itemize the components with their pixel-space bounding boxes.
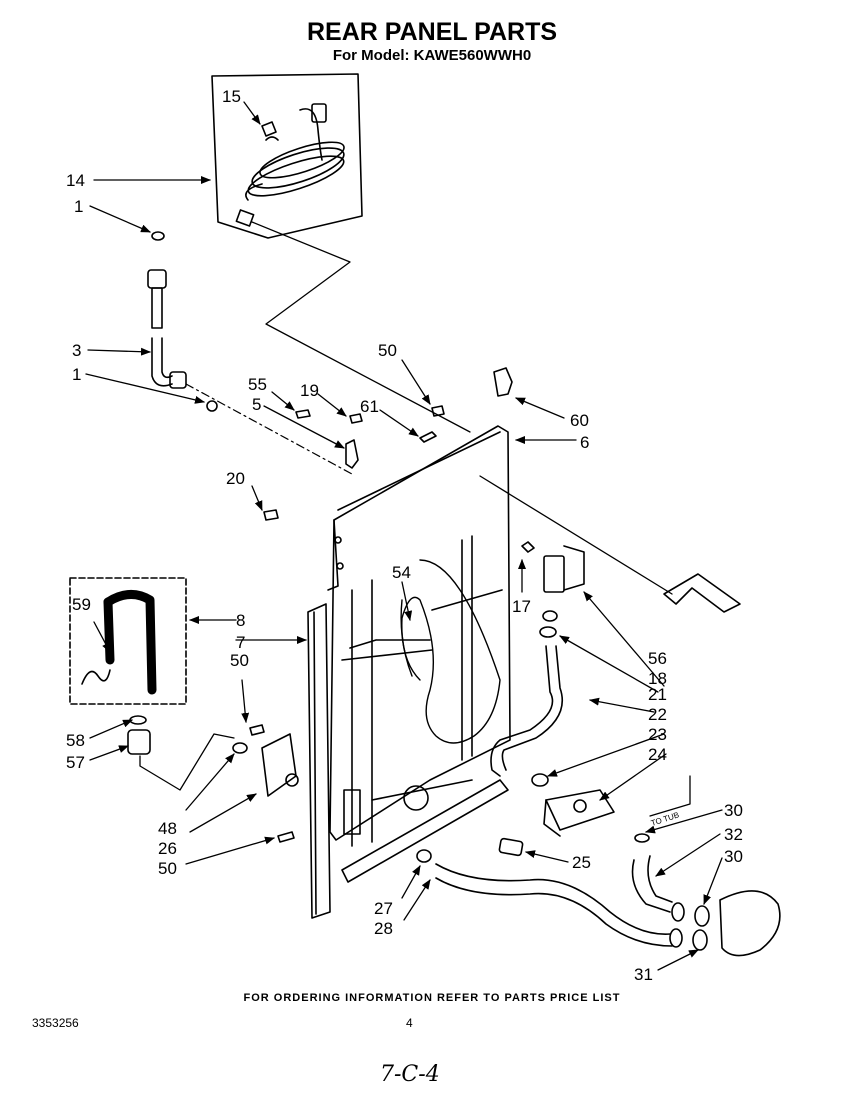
callout-54: 54	[392, 563, 411, 582]
callout-60: 60	[570, 411, 589, 430]
callout-17: 17	[512, 597, 531, 616]
ordering-note: FOR ORDERING INFORMATION REFER TO PARTS …	[243, 992, 621, 1004]
callout-8: 8	[236, 611, 245, 630]
callout-50-mid: 50	[230, 651, 249, 670]
rear-panel	[327, 425, 511, 883]
callout-30-top: 30	[724, 801, 743, 820]
pressure-switch	[543, 545, 585, 593]
callout-50-low: 50	[158, 859, 177, 878]
drain-bracket	[232, 733, 299, 797]
inlet-hose-assembly	[147, 231, 218, 412]
callout-31: 31	[634, 965, 653, 984]
callout-57: 57	[66, 753, 85, 772]
callout-48: 48	[158, 819, 177, 838]
callout-20: 20	[226, 469, 245, 488]
bracket-60	[493, 367, 513, 397]
page-title: REAR PANEL PARTS	[306, 18, 558, 46]
callout-25: 25	[572, 853, 591, 872]
callout-58: 58	[66, 731, 85, 750]
callout-30-low: 30	[724, 847, 743, 866]
callout-21: 21	[648, 685, 667, 704]
callout-50-top: 50	[378, 341, 397, 360]
callout-14: 14	[66, 171, 85, 190]
side-frame	[307, 603, 331, 919]
callout-1: 1	[74, 197, 83, 216]
callout-55: 55	[248, 375, 267, 394]
drain-hose	[435, 863, 673, 947]
strap-56	[663, 573, 741, 613]
callout-32: 32	[724, 825, 743, 844]
callout-6: 6	[580, 433, 589, 452]
model-subtitle: For Model: KAWE560WWH0	[332, 47, 532, 64]
document-number: 3353256	[32, 1016, 79, 1030]
callout-7: 7	[236, 633, 245, 652]
tub-connection	[631, 833, 781, 957]
callout-56: 56	[648, 649, 667, 668]
callout-5: 5	[252, 395, 261, 414]
callout-19: 19	[300, 381, 319, 400]
callout-27: 27	[374, 899, 393, 918]
callout-26: 26	[158, 839, 177, 858]
callout-18: 18	[648, 669, 667, 688]
to-tub-label: TO TUB	[650, 810, 680, 828]
callout-1-lower: 1	[72, 365, 81, 384]
power-cord-assembly	[211, 73, 363, 239]
callout-3: 3	[72, 341, 81, 360]
callout-22: 22	[648, 705, 667, 724]
callout-15: 15	[222, 87, 241, 106]
callout-61: 61	[360, 397, 379, 416]
pressure-hose	[490, 645, 564, 777]
callout-23: 23	[648, 725, 667, 744]
page-number: 4	[406, 1016, 413, 1030]
pump-bracket	[543, 789, 615, 837]
handwritten-note: 7-C-4	[380, 1062, 440, 1087]
callout-24: 24	[648, 745, 667, 764]
callout-28: 28	[374, 919, 393, 938]
callout-59: 59	[72, 595, 91, 614]
